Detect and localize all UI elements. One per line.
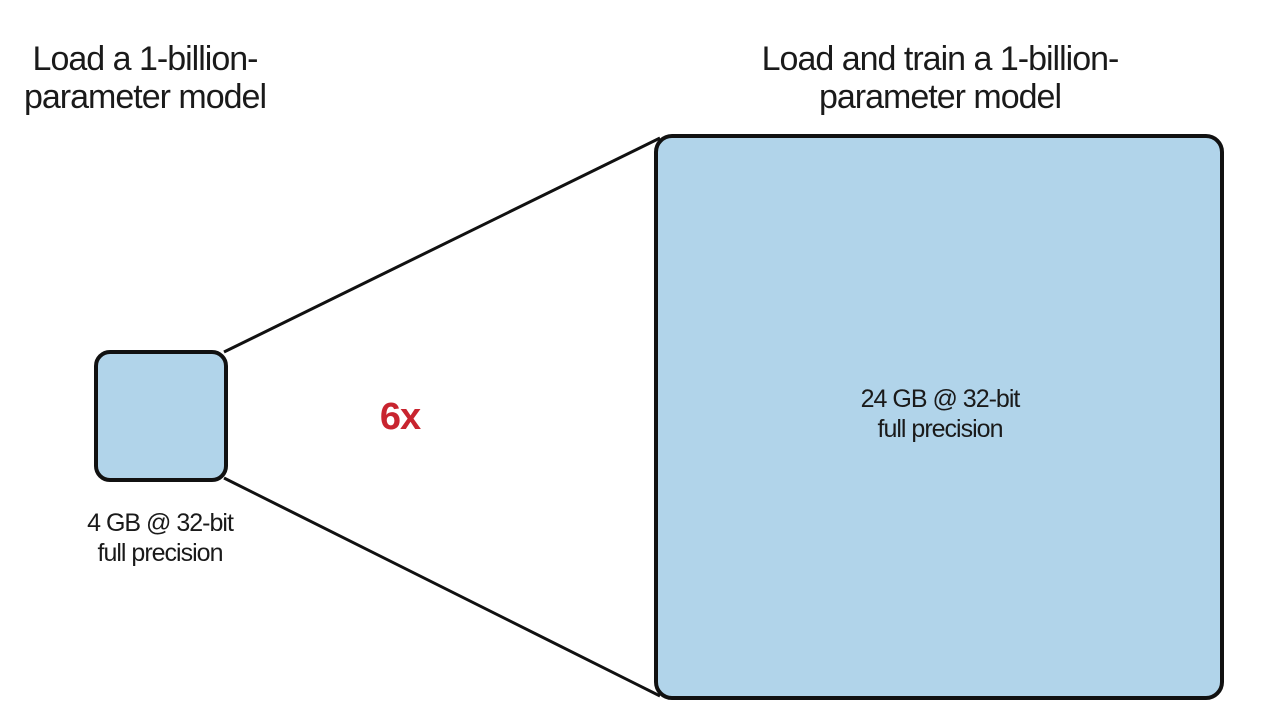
large-box-caption-line-1: 24 GB @ 32-bit [860, 385, 1021, 413]
small-box-caption-line-2: full precision [97, 539, 224, 567]
small-memory-box [94, 350, 228, 482]
left-title-line-1: Load a 1-billion- [32, 40, 259, 78]
connector-line-top [223, 136, 661, 354]
left-title-line-2: parameter model [23, 78, 267, 116]
multiplier-label: 6x [379, 396, 421, 438]
right-title-line-1: Load and train a 1-billion- [761, 40, 1120, 78]
small-box-caption-line-1: 4 GB @ 32-bit [87, 509, 234, 537]
right-title: Load and train a 1-billion- parameter mo… [700, 40, 1180, 116]
large-box-caption: 24 GB @ 32-bit full precision [820, 384, 1060, 444]
large-memory-box [654, 134, 1224, 700]
right-title-line-2: parameter model [818, 78, 1062, 116]
large-box-caption-line-2: full precision [877, 415, 1004, 443]
small-box-caption: 4 GB @ 32-bit full precision [40, 508, 280, 568]
connector-line-bottom [223, 476, 661, 698]
left-title: Load a 1-billion- parameter model [0, 40, 290, 116]
